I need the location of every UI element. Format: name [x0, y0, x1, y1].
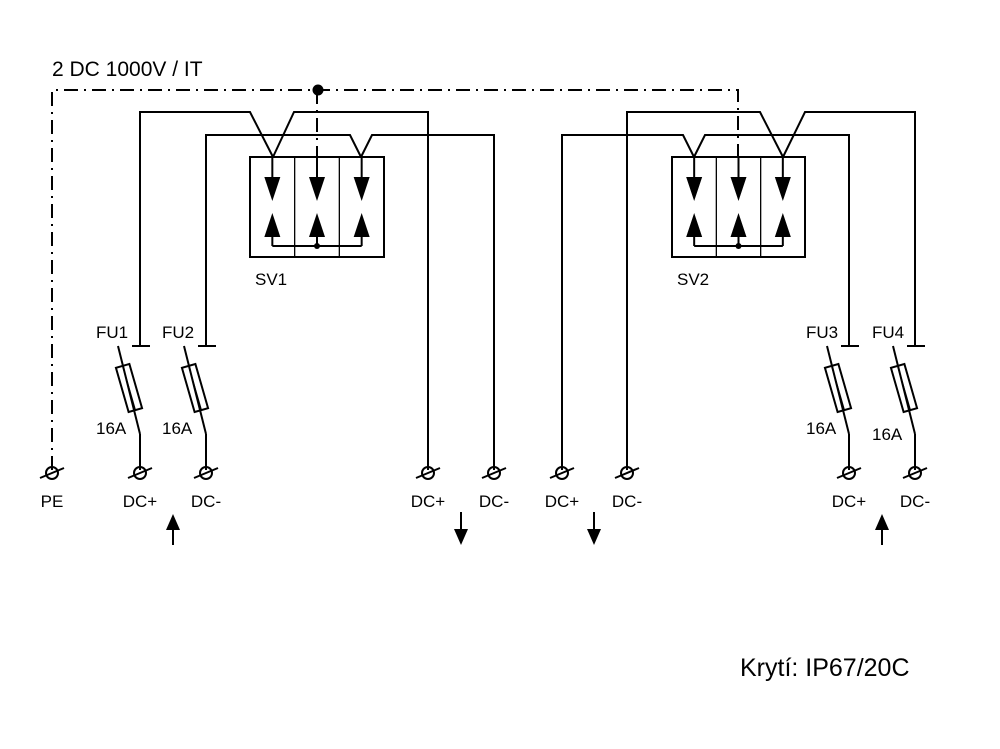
arrow-up-icon — [309, 213, 325, 237]
output-arrow-icon — [587, 512, 601, 545]
terminal-label: DC- — [900, 492, 930, 511]
fuse-label: FU1 — [96, 323, 128, 342]
terminal-pe: PE — [39, 466, 65, 511]
terminal-screw-icon — [908, 466, 922, 480]
arrow-up-icon — [353, 213, 370, 237]
terminal-label: DC- — [191, 492, 221, 511]
surge-protector-sv2: SV2 — [671, 156, 806, 289]
terminal-label: DC- — [479, 492, 509, 511]
fuse-rating: 16A — [162, 419, 193, 438]
arrow-up-icon — [264, 213, 281, 237]
surge-protector-label: SV1 — [255, 270, 287, 289]
terminal-dcplus: DC+ — [123, 466, 158, 511]
fuse-label: FU2 — [162, 323, 194, 342]
terminal-label: DC+ — [545, 492, 580, 511]
input-arrow-icon — [875, 514, 889, 545]
terminal-dcminus: DC- — [900, 466, 930, 511]
terminal-dcminus: DC- — [479, 466, 509, 511]
arrow-down-icon — [264, 177, 281, 201]
junction-dot — [312, 84, 324, 96]
fuse-fu2: FU2 16A — [162, 323, 216, 470]
terminal-dcplus: DC+ — [545, 466, 580, 511]
terminal-screw-icon — [45, 466, 59, 480]
protection-rating: Krytí: IP67/20C — [740, 654, 910, 682]
terminal-screw-icon — [842, 466, 856, 480]
arrow-up-icon — [730, 213, 747, 237]
fuse-fu4: FU4 16A — [872, 323, 925, 470]
arrow-down-icon — [686, 177, 703, 201]
sv1-wiring — [139, 111, 495, 470]
terminal-label: PE — [41, 492, 64, 511]
fuse-rating: 16A — [872, 425, 903, 444]
arrow-up-icon — [686, 213, 703, 237]
terminal-label: DC+ — [411, 492, 446, 511]
fuse-fu1: FU1 16A — [96, 323, 150, 470]
output-arrow-icon — [454, 512, 468, 545]
fuse-rating: 16A — [96, 419, 127, 438]
terminal-dcplus: DC+ — [832, 466, 867, 511]
input-arrow-icon — [166, 514, 180, 545]
terminal-label: DC+ — [123, 492, 158, 511]
terminal-screw-icon — [421, 466, 435, 480]
terminal-label: DC+ — [832, 492, 867, 511]
arrow-down-icon — [730, 177, 747, 201]
arrow-down-icon — [309, 177, 325, 201]
terminal-screw-icon — [199, 466, 213, 480]
terminal-screw-icon — [487, 466, 501, 480]
sv2-wiring — [561, 111, 916, 470]
terminal-dcminus: DC- — [612, 466, 642, 511]
surge-protector-label: SV2 — [677, 270, 709, 289]
terminal-dcplus: DC+ — [411, 466, 446, 511]
terminal-label: DC- — [612, 492, 642, 511]
surge-protector-sv1: SV1 — [249, 156, 385, 289]
fuse-fu3: FU3 16A — [806, 323, 859, 470]
terminal-screw-icon — [133, 466, 147, 480]
diagram-title: 2 DC 1000V / IT — [52, 58, 203, 81]
arrow-down-icon — [353, 177, 370, 201]
terminal-screw-icon — [555, 466, 569, 480]
fuse-label: FU4 — [872, 323, 904, 342]
fuse-label: FU3 — [806, 323, 838, 342]
pe-line — [51, 84, 739, 470]
fuse-rating: 16A — [806, 419, 837, 438]
arrow-down-icon — [774, 177, 791, 201]
terminal-dcminus: DC- — [191, 466, 221, 511]
arrow-up-icon — [774, 213, 791, 237]
terminal-screw-icon — [620, 466, 634, 480]
